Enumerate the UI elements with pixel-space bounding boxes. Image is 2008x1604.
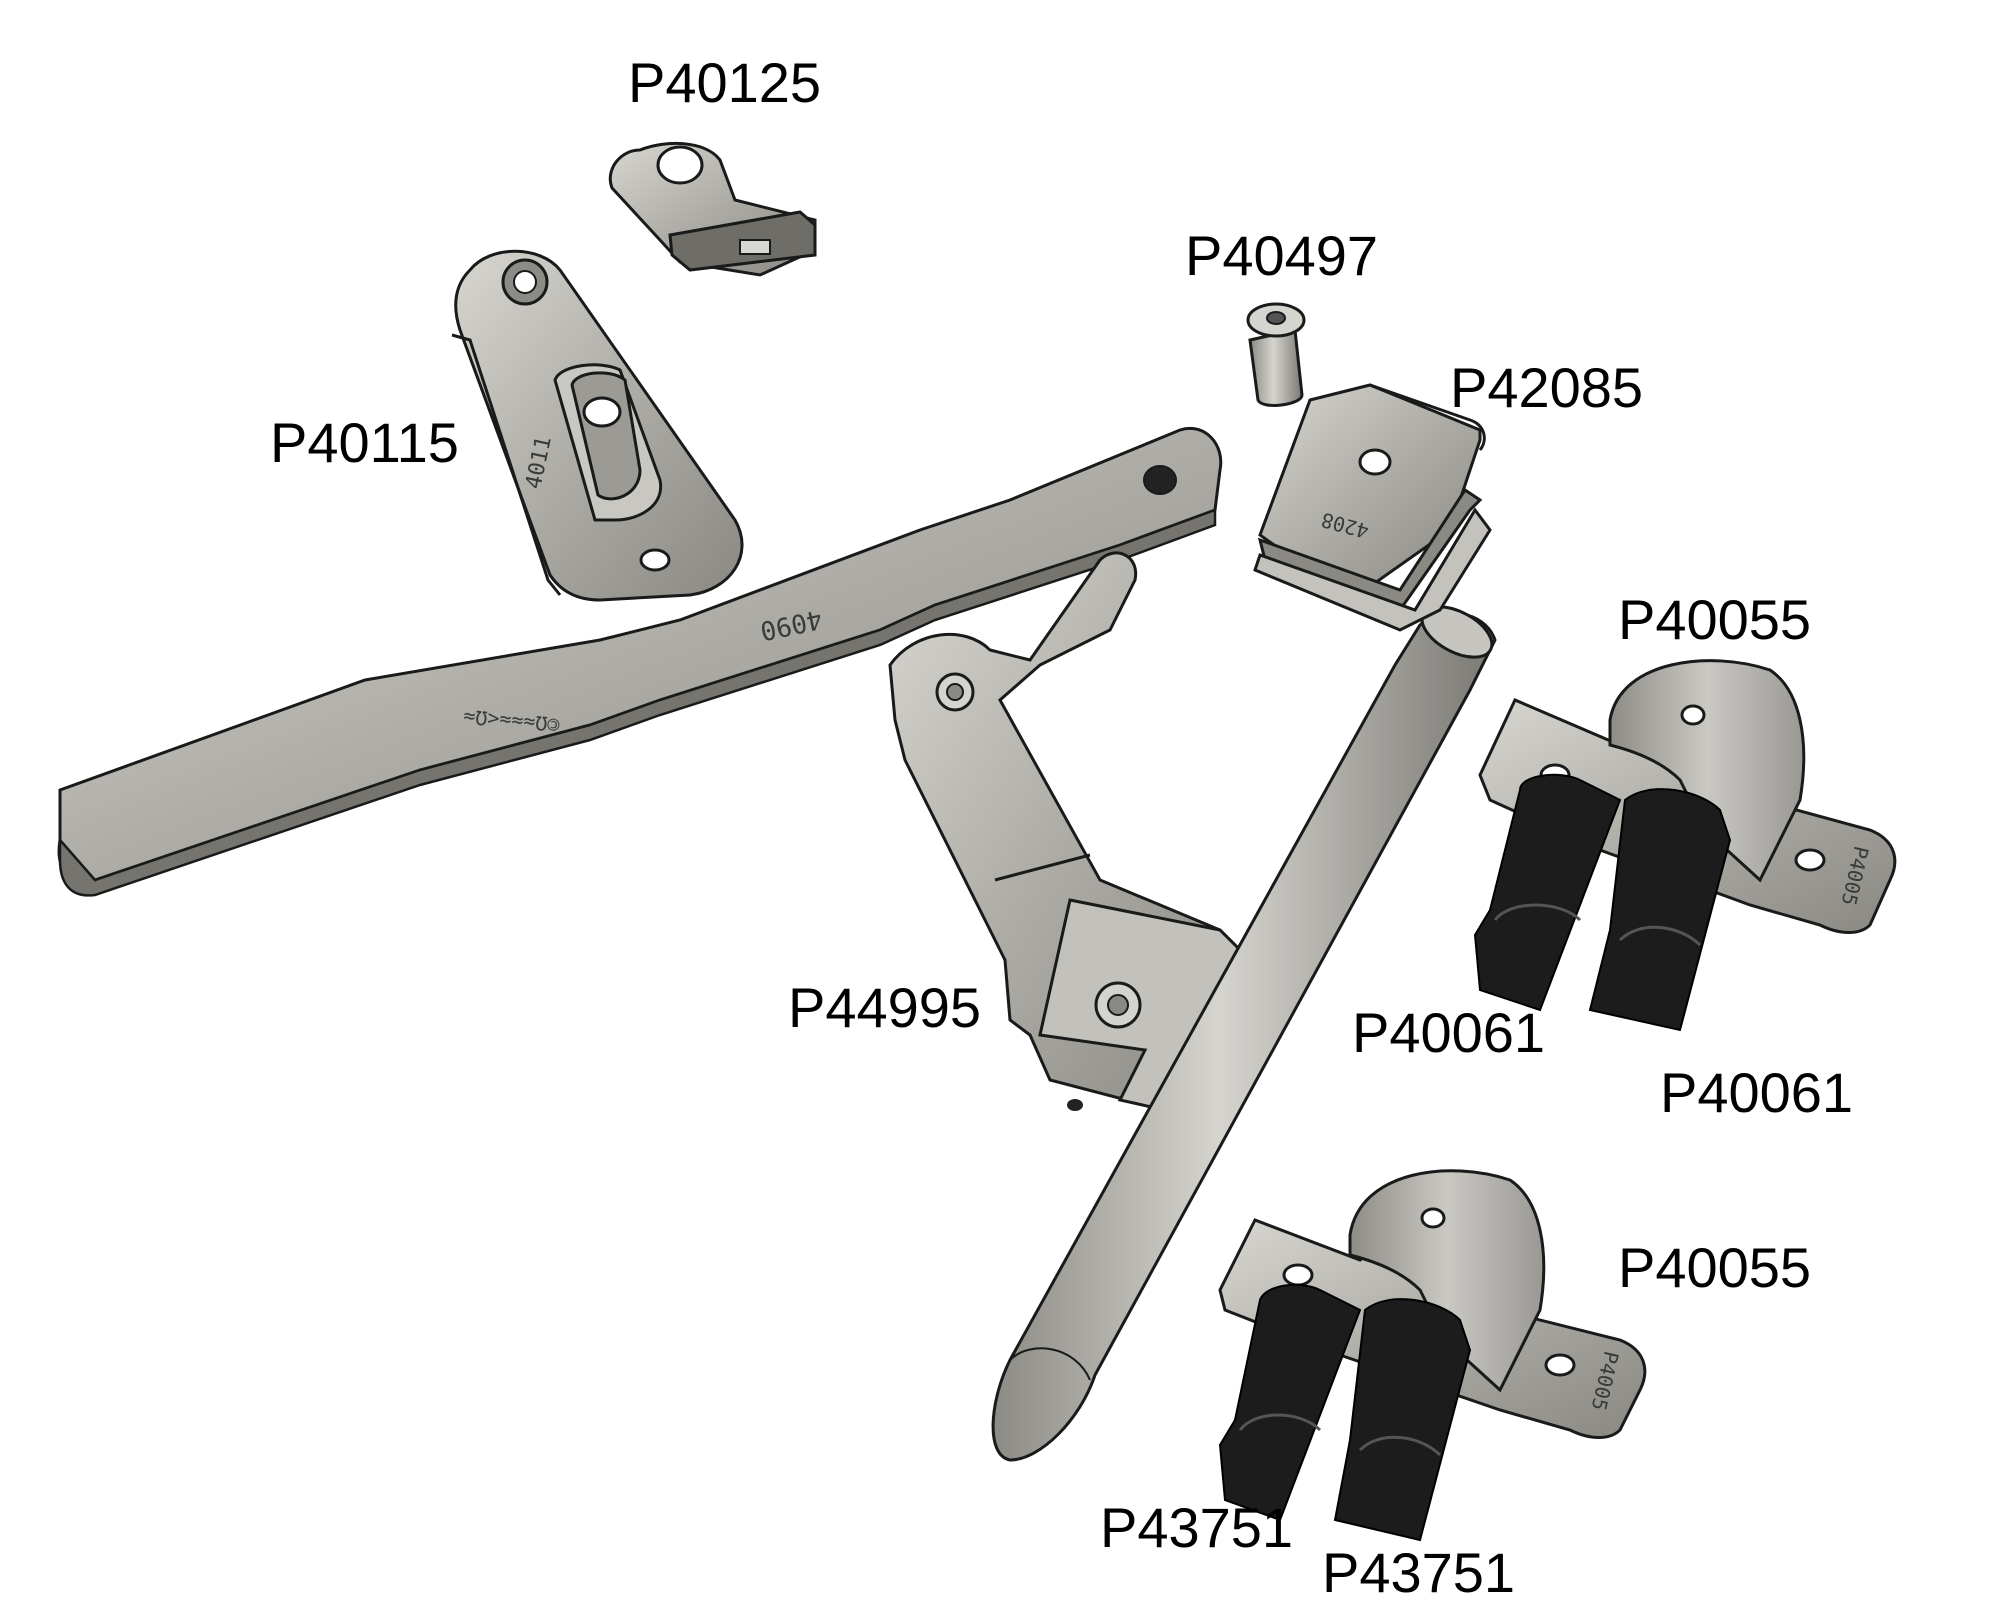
label-p44995: P44995 (788, 976, 982, 1039)
label-p42085: P42085 (1450, 356, 1644, 419)
part-p42085: 4208 (1253, 383, 1492, 632)
label-p40115: P40115 (270, 411, 459, 474)
part-p40055-b: P4005 (1218, 1169, 1647, 1542)
part-p40497 (1246, 302, 1306, 407)
label-p43751-b: P43751 (1322, 1541, 1516, 1604)
label-p40497: P40497 (1185, 224, 1379, 287)
part-p44995 (888, 551, 1242, 1112)
part-p40125 (608, 141, 817, 277)
label-p40055-a: P40055 (1618, 588, 1812, 651)
label-p43751-a: P43751 (1100, 1496, 1294, 1559)
part-handle: 4090 ©Ω≈≈≈<Ω≈ (57, 427, 1223, 897)
label-p40061-a: P40061 (1352, 1001, 1546, 1064)
label-p40125: P40125 (628, 51, 822, 114)
label-p40055-b: P40055 (1618, 1236, 1812, 1299)
part-p40115: 4011 (451, 249, 744, 602)
part-p40055-a: P4005 (1473, 659, 1897, 1032)
label-p40061-b: P40061 (1660, 1061, 1854, 1124)
